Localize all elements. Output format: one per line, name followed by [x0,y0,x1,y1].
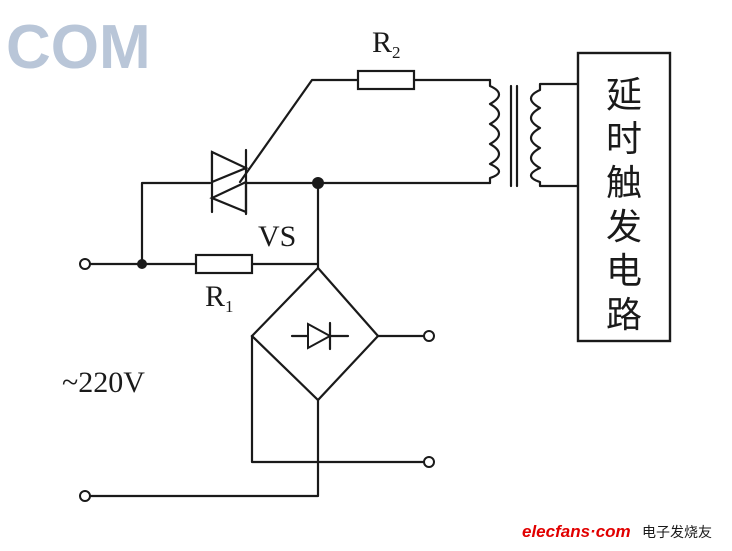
box-char: 延 [606,75,642,116]
input-terminal-top [79,258,91,270]
transformer-primary [488,78,501,185]
box-char: 时 [606,119,642,160]
transformer-secondary [529,82,580,188]
watermark-text: COM [6,13,151,82]
footer-cn: 电子发烧友 [642,525,712,541]
label-r2: R2 [372,26,401,62]
output-terminal-top [423,330,435,342]
wire-gate-to-r2 [238,78,360,184]
label-r1: R1 [205,280,234,316]
input-terminal-bottom [79,490,91,502]
output-terminal-bottom [423,456,435,468]
label-voltage: ~220V [62,366,145,399]
wire-left-up [140,181,212,266]
delay-trigger-box [576,51,672,343]
resistor-r1 [194,253,254,275]
bridge-diode [290,321,350,351]
wire-bridge-bottom [88,398,320,498]
resistor-r2 [356,69,416,91]
label-vs: VS [258,220,296,253]
wire-bridge-left-down [250,334,426,464]
box-char: 触 [606,163,642,204]
box-char: 发 [606,207,642,248]
box-char: 路 [606,295,642,336]
footer-site: elecfans·com [522,522,631,541]
box-char: 电 [606,251,642,292]
